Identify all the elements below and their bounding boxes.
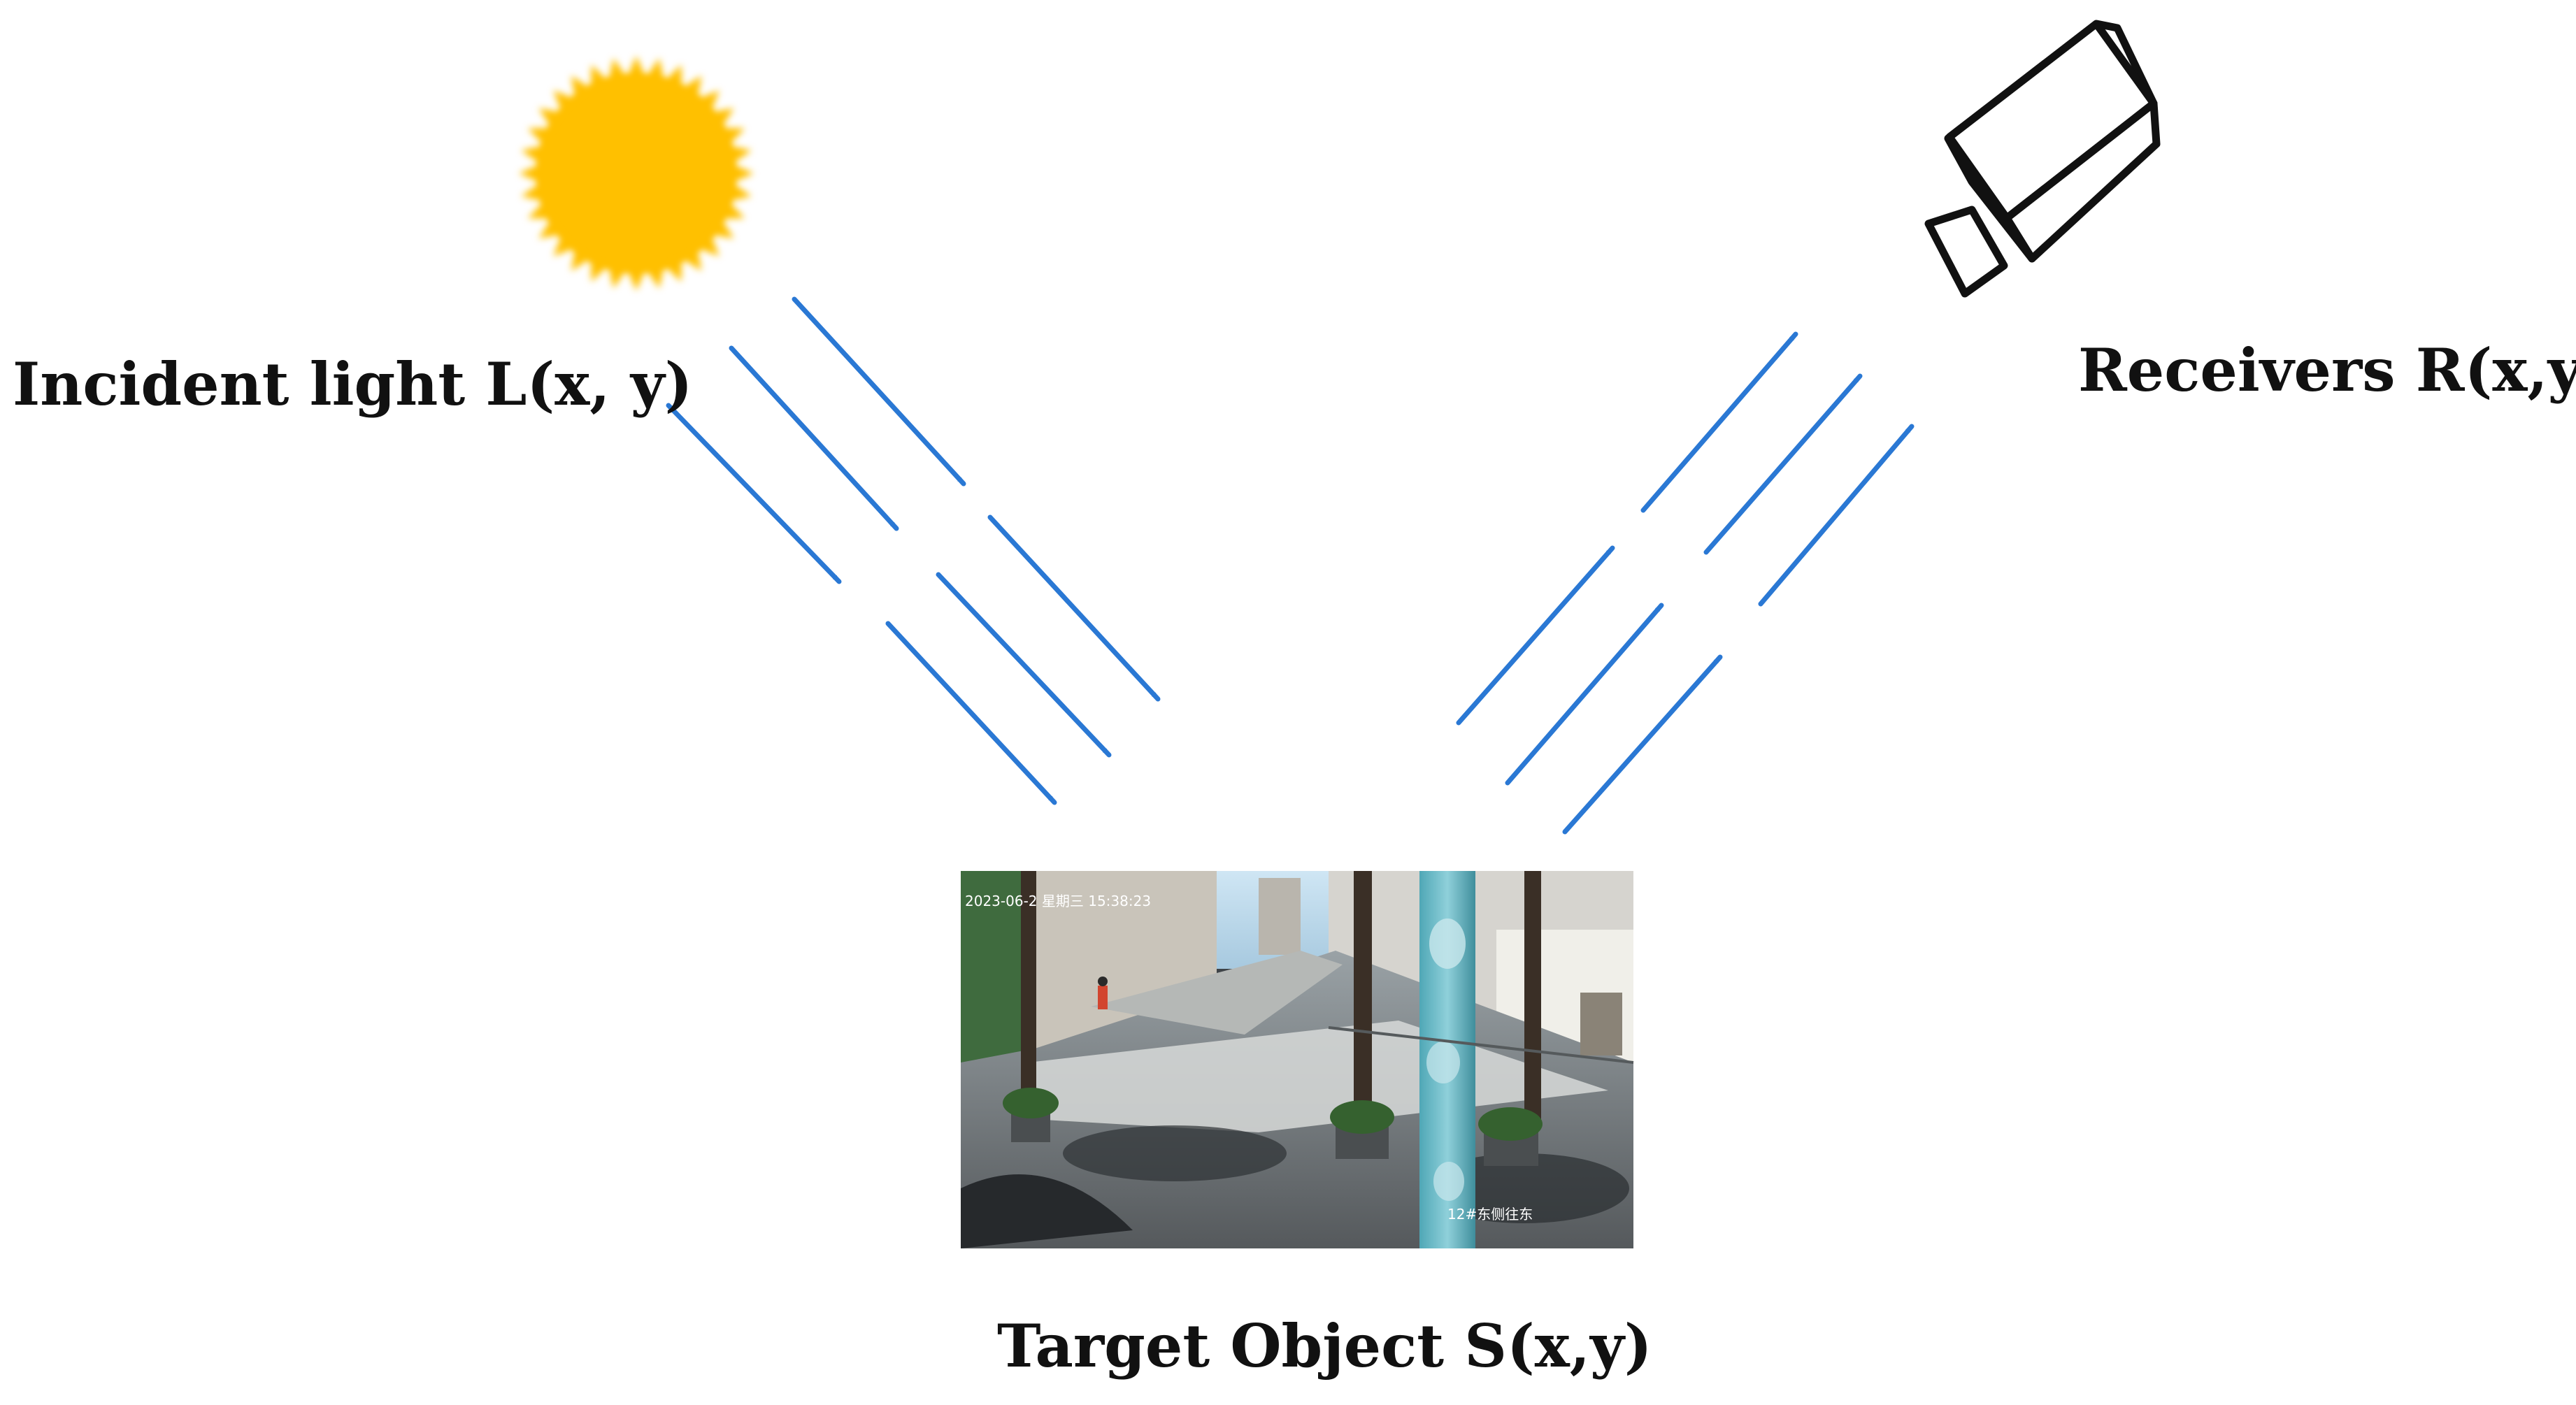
sun-icon bbox=[519, 56, 754, 291]
incident-light-label: Incident light L(x, y) bbox=[13, 350, 693, 419]
photo-caption: 12#东侧往东 bbox=[1447, 1206, 1533, 1223]
target-photo: 2023-06-2 星期三 15:38:23 12#东侧往东 bbox=[961, 871, 1634, 1248]
camera-icon bbox=[1924, 20, 2161, 298]
incident-arrows bbox=[666, 296, 1161, 805]
photo-timestamp: 2023-06-2 星期三 15:38:23 bbox=[965, 893, 1151, 909]
receivers-label: Receivers R(x,y) bbox=[2078, 336, 2576, 405]
reflected-arrows bbox=[1456, 331, 1915, 835]
target-object-label: Target Object S(x,y) bbox=[997, 1311, 1652, 1381]
